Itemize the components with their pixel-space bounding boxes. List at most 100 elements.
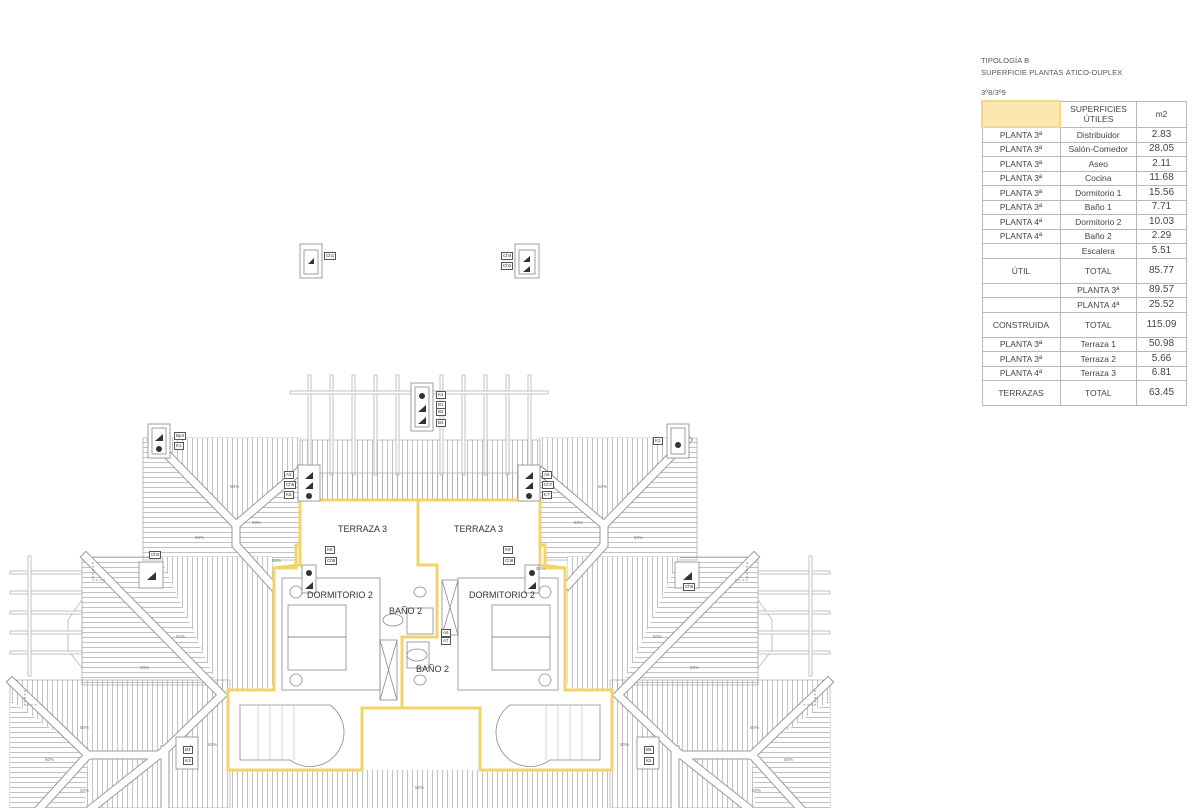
slope-label: 50% <box>598 484 608 489</box>
cell-m2: 2.83 <box>1136 126 1187 143</box>
cell-m2: 25.52 <box>1136 297 1187 313</box>
tag: Ch1 <box>324 252 337 260</box>
cell-room: Dormitorio 2 <box>1059 214 1137 230</box>
tag: Ch9 <box>503 557 516 565</box>
cell-m2: 11.68 <box>1136 170 1187 186</box>
slope-label: 50% <box>415 785 425 790</box>
cell-room: Baño 1 <box>1059 199 1137 215</box>
tag: K7 <box>542 491 552 499</box>
slope-label: 50% <box>176 634 186 639</box>
room-label-bano-2-upper: BAÑO 2 <box>389 606 423 616</box>
cell-floor: PLANTA 3ª <box>981 156 1061 172</box>
tag: Bp4 <box>174 432 187 440</box>
cell-room: Terraza 1 <box>1059 336 1137 352</box>
slope-label: 50% <box>620 742 630 747</box>
cell-m2: 6.81 <box>1136 365 1187 381</box>
room-label-dormitorio-2-right: DORMITORIO 2 <box>469 590 535 600</box>
slope-label: 50% <box>208 742 218 747</box>
cell-room: Salón-Comedor <box>1059 141 1137 157</box>
tag: K5 <box>644 757 654 765</box>
table-header-row: SUPERFICIES ÚTILES m2 <box>981 100 1187 128</box>
cell-floor: ÚTIL <box>981 257 1061 284</box>
cell-floor: PLANTA 4ª <box>981 365 1061 381</box>
tag: K8 <box>325 546 335 554</box>
cell-room: TOTAL <box>1059 257 1137 284</box>
cell-room: PLANTA 3ª <box>1059 282 1137 298</box>
unit-numbers: 3º8/3º9 <box>981 88 1006 97</box>
tag: B5 <box>644 746 654 754</box>
tag: Ch3 <box>149 551 162 559</box>
cell-room: TOTAL <box>1059 380 1137 406</box>
cell-m2: 10.03 <box>1136 214 1187 230</box>
legend-swatch <box>981 100 1061 128</box>
tag: A3 <box>284 471 294 479</box>
cell-room: Dormitorio 1 <box>1059 185 1137 201</box>
tag: A7 <box>441 637 451 645</box>
cell-m2: 89.57 <box>1136 282 1187 298</box>
cell-room: Aseo <box>1059 156 1137 172</box>
cell-m2: 2.11 <box>1136 156 1187 172</box>
slope-label: 50% <box>690 665 700 670</box>
slope-label: 50% <box>536 566 546 571</box>
cell-floor: PLANTA 3ª <box>981 336 1061 352</box>
room-label-terraza-3-right: TERRAZA 3 <box>454 524 504 534</box>
tag: K6 <box>284 491 294 499</box>
col-header-surfaces: SUPERFICIES ÚTILES <box>1059 100 1137 128</box>
tag: Ch7 <box>542 481 555 489</box>
cell-floor: PLANTA 3ª <box>981 199 1061 215</box>
tag: Ch5 <box>683 583 696 591</box>
slope-label: 50% <box>752 788 762 793</box>
cell-m2: 5.51 <box>1136 243 1187 259</box>
cell-room: Escalera <box>1059 243 1137 259</box>
tag: Ch6 <box>284 481 297 489</box>
cell-floor: PLANTA 3ª <box>981 351 1061 367</box>
room-label-bano-2-lower: BAÑO 2 <box>416 664 450 674</box>
tag: A5 <box>542 471 552 479</box>
slope-label: 50% <box>80 788 90 793</box>
tag: Ch2 <box>501 262 514 270</box>
tag: K2 <box>653 437 663 445</box>
tag: B4 <box>436 419 446 427</box>
cell-floor: PLANTA 3ª <box>981 170 1061 186</box>
cell-m2: 85.77 <box>1136 257 1187 284</box>
cell-floor <box>981 243 1061 259</box>
cell-m2: 5.66 <box>1136 351 1187 367</box>
unit-outline <box>226 498 614 772</box>
slope-label: 50% <box>80 725 90 730</box>
cell-floor <box>981 282 1061 298</box>
cell-floor: PLANTA 4ª <box>981 228 1061 244</box>
cell-room: Terraza 2 <box>1059 351 1137 367</box>
cell-m2: 115.09 <box>1136 311 1187 338</box>
tag: Ch8 <box>325 557 338 565</box>
slope-label: 50% <box>653 634 663 639</box>
cell-floor <box>981 297 1061 313</box>
cell-room: Cocina <box>1059 170 1137 186</box>
central-pergola <box>289 374 549 502</box>
cell-m2: 50.98 <box>1136 336 1187 352</box>
cell-room: PLANTA 4ª <box>1059 297 1137 313</box>
tag: K1 <box>174 442 184 450</box>
cell-room: Distribuidor <box>1059 126 1137 143</box>
cell-room: Baño 2 <box>1059 228 1137 244</box>
slope-label: 50% <box>45 757 55 762</box>
room-label-dormitorio-2-left: DORMITORIO 2 <box>307 590 373 600</box>
typology-title: TIPOLOGÍA B <box>981 56 1030 65</box>
cell-m2: 2.29 <box>1136 228 1187 244</box>
cell-floor: PLANTA 3ª <box>981 141 1061 157</box>
cell-m2: 28.05 <box>1136 141 1187 157</box>
cell-floor: PLANTA 3ª <box>981 185 1061 201</box>
